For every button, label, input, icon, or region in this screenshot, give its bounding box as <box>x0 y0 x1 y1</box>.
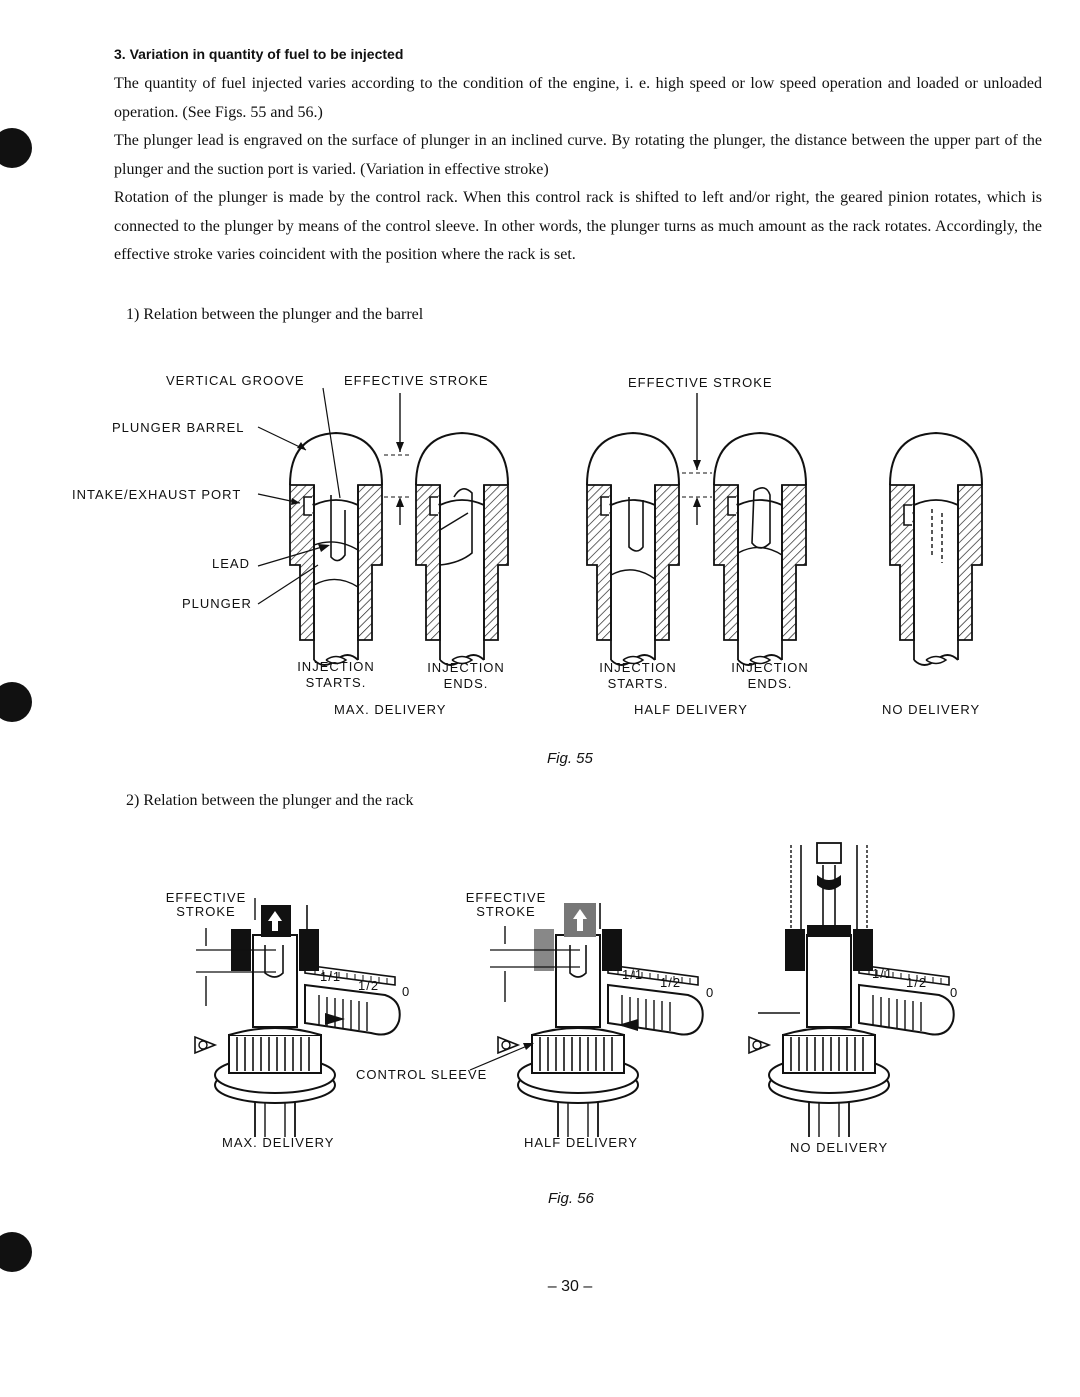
no-delivery-label: NO DELIVERY <box>790 1140 889 1155</box>
section-heading: 3. Variation in quantity of fuel to be i… <box>114 46 404 62</box>
no-delivery-label: NO DELIVERY <box>882 702 981 717</box>
figure-56-subheading: 2) Relation between the plunger and the … <box>126 792 414 809</box>
injection-ends-label: INJECTION ENDS. <box>731 660 809 691</box>
rack-scale-full: 1/1 <box>622 967 644 982</box>
effective-stroke-label: EFFECTIVE STROKE <box>344 373 489 388</box>
control-sleeve-label: CONTROL SLEEVE <box>356 1067 488 1082</box>
injection-starts-label: INJECTION STARTS. <box>599 660 677 691</box>
max-delivery-label: MAX. DELIVERY <box>222 1135 335 1150</box>
figure-55-caption: Fig. 55 <box>547 750 593 767</box>
binding-hole-mark <box>0 682 32 722</box>
rack-scale-zero: 0 <box>706 985 715 1000</box>
injection-ends-label: INJECTION ENDS. <box>427 660 505 691</box>
intake-exhaust-port-label: INTAKE/EXHAUST PORT <box>72 487 242 502</box>
figure-56-caption: Fig. 56 <box>548 1190 594 1207</box>
half-delivery-label: HALF DELIVERY <box>634 702 748 717</box>
body-paragraph: The plunger lead is engraved on the surf… <box>114 132 1042 178</box>
binding-hole-mark <box>0 1232 32 1272</box>
effective-stroke-label: EFFECTIVE STROKE <box>165 890 247 919</box>
page-number: – 30 – <box>547 1278 593 1295</box>
effective-stroke-label: EFFECTIVE STROKE <box>465 890 547 919</box>
figure-55-subheading: 1) Relation between the plunger and the … <box>126 306 424 323</box>
rack-scale-zero: 0 <box>950 985 959 1000</box>
body-paragraph: The quantity of fuel injected varies acc… <box>114 75 1042 121</box>
body-paragraph: Rotation of the plunger is made by the c… <box>114 189 1042 263</box>
binding-hole-mark <box>0 128 32 168</box>
rack-scale-half: 1/2 <box>906 975 928 990</box>
half-delivery-label: HALF DELIVERY <box>524 1135 638 1150</box>
vertical-groove-label: VERTICAL GROOVE <box>166 373 305 388</box>
plunger-label: PLUNGER <box>182 596 252 611</box>
rack-scale-zero: 0 <box>402 984 411 999</box>
rack-scale-half: 1/2 <box>660 975 682 990</box>
effective-stroke-label: EFFECTIVE STROKE <box>628 375 773 390</box>
max-delivery-label: MAX. DELIVERY <box>334 702 447 717</box>
lead-label: LEAD <box>212 556 250 571</box>
rack-scale-full: 1/1 <box>872 966 894 981</box>
injection-starts-label: INJECTION STARTS. <box>297 659 375 690</box>
rack-scale-half: 1/2 <box>358 978 380 993</box>
plunger-barrel-label: PLUNGER BARREL <box>112 420 245 435</box>
rack-scale-full: 1/1 <box>320 969 342 984</box>
